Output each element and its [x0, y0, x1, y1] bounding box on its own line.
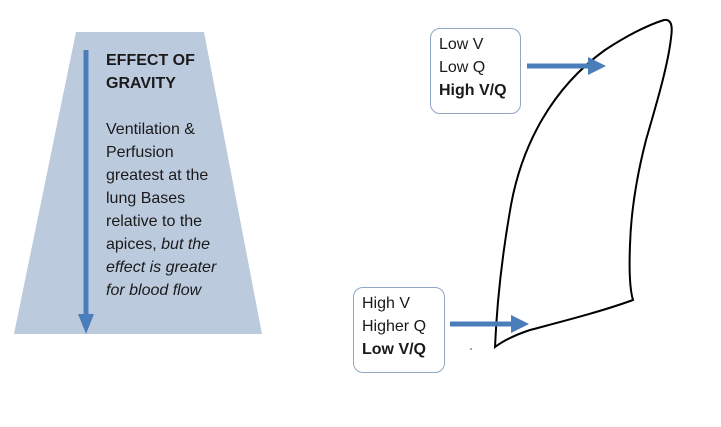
- callout-apex-ratio: High V/Q: [439, 82, 507, 99]
- gravity-description-italic: but the effect is greater for blood flow: [106, 236, 217, 299]
- callout-base-ventilation: High V: [362, 295, 411, 312]
- arrow-down-icon: [78, 50, 94, 334]
- gravity-trapezoid: [14, 32, 262, 334]
- callout-apex: Low V Low Q High V/Q: [430, 28, 521, 114]
- gravity-description-plain: Ventilation & Perfusion greatest at the …: [106, 121, 209, 253]
- callout-base-ratio: Low V/Q: [362, 341, 426, 358]
- arrow-right-icon: [450, 315, 529, 333]
- arrow-right-icon: [527, 57, 606, 75]
- lung-outline: [493, 18, 673, 350]
- callout-base: High V Higher Q Low V/Q: [353, 287, 445, 373]
- gravity-title: EFFECT OF GRAVITY: [106, 52, 195, 92]
- gravity-description: Ventilation & Perfusion greatest at the …: [106, 118, 228, 302]
- callout-base-perfusion: Higher Q: [362, 318, 427, 335]
- lung-base-dot: [470, 348, 472, 350]
- gravity-panel: EFFECT OF GRAVITY Ventilation & Perfusio…: [106, 49, 228, 302]
- callout-apex-ventilation: Low V: [439, 36, 484, 53]
- callout-apex-perfusion: Low Q: [439, 59, 486, 76]
